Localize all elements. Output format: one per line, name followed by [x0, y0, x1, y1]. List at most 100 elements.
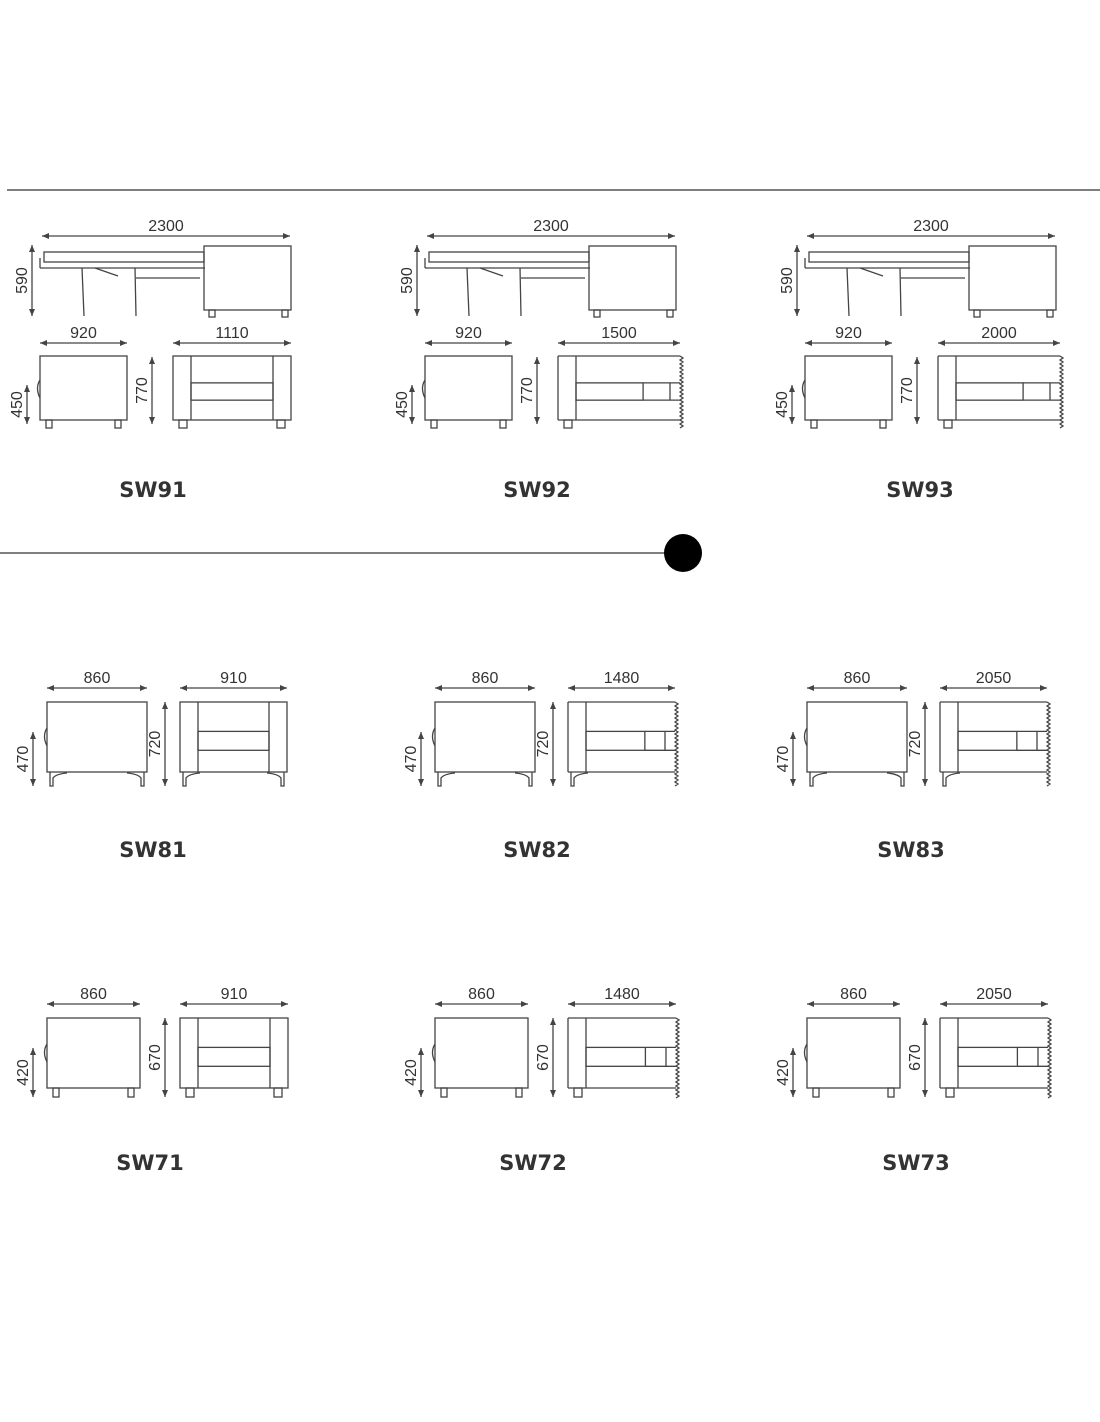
dimension-label: 860 [80, 986, 107, 1003]
arrowhead [149, 357, 155, 424]
drawing-outline [806, 1017, 901, 1089]
dimension-label: 590 [14, 267, 31, 294]
model-name: SW81 [119, 838, 187, 862]
leg [437, 772, 456, 787]
dimension-label: 720 [907, 731, 924, 758]
dimension-label: 860 [840, 986, 867, 1003]
drawing-line [846, 267, 850, 317]
armrest-knob [803, 1043, 808, 1063]
leg [886, 772, 905, 787]
drawing-outline [879, 419, 887, 429]
drawing-outline [114, 419, 122, 429]
drawing-outline [945, 1087, 955, 1098]
drawing-outline [43, 251, 205, 263]
drawing-outline [197, 1046, 271, 1067]
drawing-line [899, 267, 902, 317]
drawing-outline [273, 1087, 283, 1098]
dimension-label: 450 [9, 391, 26, 418]
dimension-label: 770 [134, 377, 151, 404]
drawing-outline [593, 309, 601, 318]
drawing-outline [943, 419, 953, 429]
cut-edge [1058, 355, 1065, 429]
model-name: SW83 [877, 838, 945, 862]
armrest-knob [43, 727, 48, 747]
dimension-label: 670 [535, 1044, 552, 1071]
drawing-outline [957, 1046, 1019, 1067]
dimension-label: 770 [899, 377, 916, 404]
drawing-outline [172, 355, 292, 421]
dimension-label: 860 [844, 670, 871, 687]
drawing-outline [430, 419, 438, 429]
armrest-knob [431, 727, 436, 747]
dimension-label: 1480 [604, 986, 640, 1003]
drawing-outline [887, 1087, 895, 1098]
leg [570, 772, 589, 787]
leg [49, 772, 68, 787]
armrest-knob [421, 379, 426, 399]
drawing-outline [179, 701, 288, 773]
cut-edge [674, 1017, 681, 1099]
dimension-label: 2300 [533, 218, 569, 235]
arrowhead [914, 357, 920, 424]
drawing-outline [588, 245, 677, 311]
drawing-line [81, 267, 85, 317]
drawing-line [134, 267, 137, 317]
drawing-outline [45, 419, 53, 429]
drawing-outline [428, 251, 590, 263]
armrest-knob [431, 1043, 436, 1063]
armrest-knob [43, 1043, 48, 1063]
model-name: SW73 [882, 1151, 950, 1175]
drawing-outline [46, 701, 148, 773]
dimension-label: 420 [403, 1059, 420, 1086]
model-name: SW91 [119, 478, 187, 502]
drawing-outline [52, 1087, 60, 1098]
drawing-outline [585, 1046, 647, 1067]
dimension-label: 920 [455, 325, 482, 342]
leg [182, 772, 201, 787]
arrowhead [534, 357, 540, 424]
drawing-outline [666, 309, 674, 318]
dimension-label: 470 [403, 746, 420, 773]
drawing-outline [973, 309, 981, 318]
drawing-outline [185, 1087, 195, 1098]
model-name: SW72 [499, 1151, 567, 1175]
leg [514, 772, 533, 787]
drawing-outline [810, 419, 818, 429]
dimension-label: 720 [147, 731, 164, 758]
drawing-outline [968, 245, 1057, 311]
model-name: SW92 [503, 478, 571, 502]
drawing-line [94, 267, 119, 277]
drawing-outline [563, 419, 573, 429]
drawing-outline [812, 1087, 820, 1098]
drawing-outline [127, 1087, 135, 1098]
dimension-label: 2050 [976, 986, 1012, 1003]
dimension-label: 910 [220, 670, 247, 687]
cut-edge [673, 701, 680, 787]
drawing-outline [46, 1017, 141, 1089]
dimension-label: 450 [774, 391, 791, 418]
drawing-line [479, 267, 504, 277]
drawing-line [859, 267, 884, 277]
drawing-outline [39, 355, 128, 421]
model-name: SW71 [116, 1151, 184, 1175]
drawing-outline [808, 251, 970, 263]
drawing-outline [208, 309, 216, 318]
drawing-outline [197, 730, 270, 751]
dimension-label: 860 [472, 670, 499, 687]
dimension-label: 2050 [976, 670, 1012, 687]
divider-dot [664, 534, 702, 572]
dimension-label: 590 [399, 267, 416, 294]
drawing-line [466, 267, 470, 317]
model-name: SW93 [886, 478, 954, 502]
drawing-outline [440, 1087, 448, 1098]
leg [126, 772, 145, 787]
dimension-label: 860 [468, 986, 495, 1003]
model-name: SW82 [503, 838, 571, 862]
drawing-outline [499, 419, 507, 429]
